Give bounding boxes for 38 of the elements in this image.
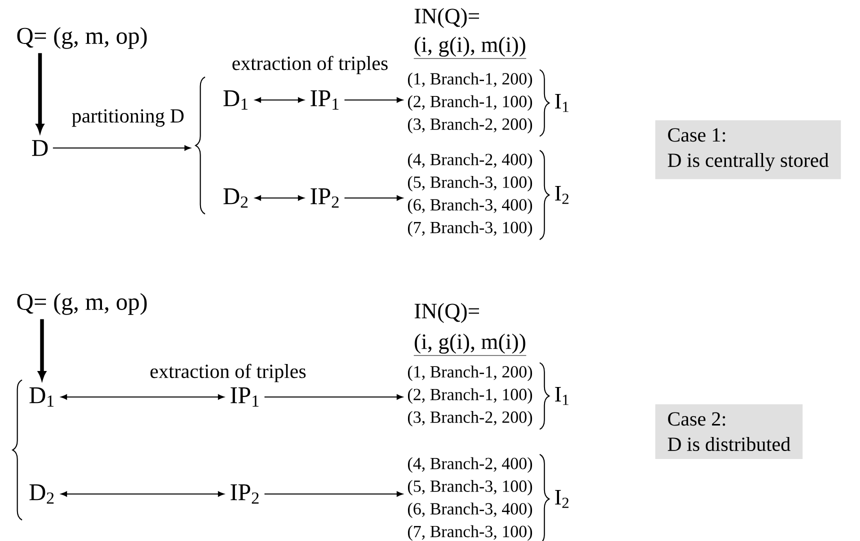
set-label: I$_{2}$ xyxy=(555,186,568,204)
processor-label: IP$_{1}$ xyxy=(310,90,339,110)
case-box: Case 2: D is distributed xyxy=(655,404,803,460)
partition-label: D$_{1}$ xyxy=(30,387,54,407)
arrow xyxy=(254,195,304,201)
triple-list: (4, Branch-2, 400) (5, Branch-3, 100) (6, Branch-3, 400) (7, Branch-3, 100) xyxy=(408,153,532,237)
arrow xyxy=(344,97,403,103)
arrow xyxy=(52,145,191,151)
dataset-label: D xyxy=(32,140,48,156)
column-heading: (i, g(i), m(i)) xyxy=(414,334,526,356)
arrow xyxy=(60,491,224,497)
arrow xyxy=(344,195,403,201)
arrow xyxy=(264,394,403,400)
processor-label: IP$_{2}$ xyxy=(230,484,259,504)
query-text: Q= (g, m, op) xyxy=(17,27,147,49)
arrow xyxy=(264,491,403,497)
set-label: I$_{1}$ xyxy=(555,387,568,405)
edge-label: partitioning D xyxy=(70,108,186,128)
arrow xyxy=(38,319,46,380)
processor-label: IP$_{2}$ xyxy=(310,188,339,208)
column-heading: (i, g(i), m(i)) xyxy=(414,36,526,59)
edge-label: extraction of triples xyxy=(148,362,308,384)
edge-label: extraction of triples xyxy=(230,54,390,76)
query-text: Q= (g, m, op) xyxy=(17,293,147,315)
arrow xyxy=(60,394,224,400)
arrow xyxy=(254,97,304,103)
partition-label: D$_{2}$ xyxy=(224,188,248,208)
set-label: I$_{1}$ xyxy=(555,94,568,112)
set-label: I$_{2}$ xyxy=(555,490,568,508)
column-heading: IN(Q)= xyxy=(414,303,479,323)
processor-label: IP$_{1}$ xyxy=(230,387,259,407)
case-box: Case 1: D is centrally stored xyxy=(655,120,841,180)
partition-label: D$_{2}$ xyxy=(30,484,54,504)
triple-list: (1, Branch-1, 200) (2, Branch-1, 100) (3, Branch-2, 200) xyxy=(408,366,532,426)
triple-list: (4, Branch-2, 400) (5, Branch-3, 100) (6, Branch-3, 400) (7, Branch-3, 100) xyxy=(408,457,532,541)
partition-label: D$_{1}$ xyxy=(224,90,248,110)
triple-list: (1, Branch-1, 200) (2, Branch-1, 100) (3, Branch-2, 200) xyxy=(408,72,532,134)
column-heading: IN(Q)= xyxy=(414,8,479,28)
